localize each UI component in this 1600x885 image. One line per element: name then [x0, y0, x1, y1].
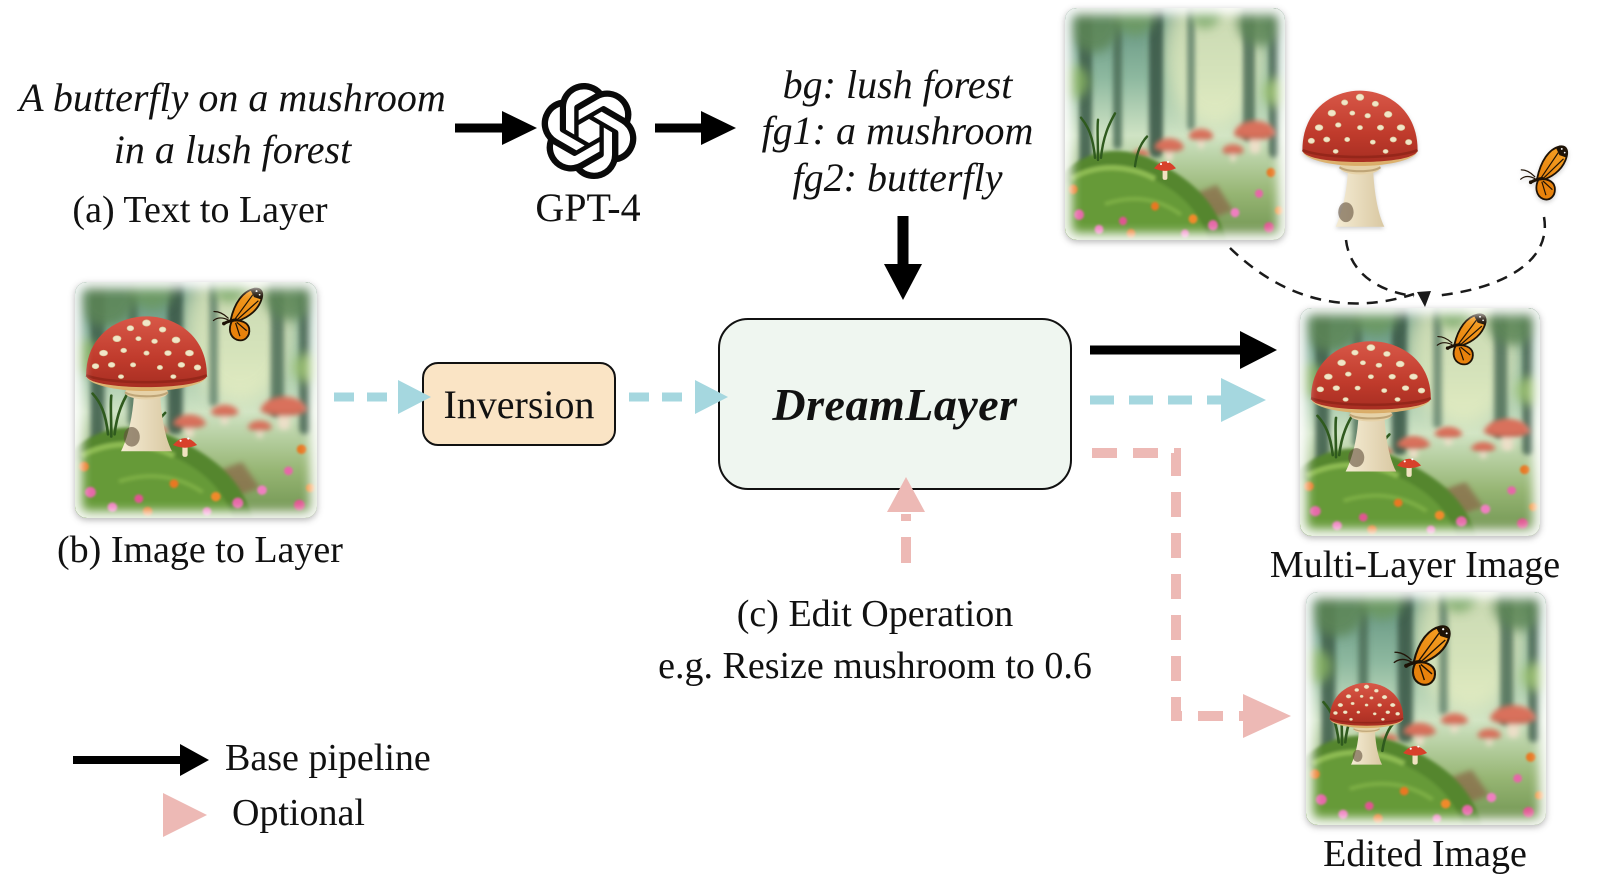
- arrow-image-to-inversion: [334, 380, 431, 414]
- arrow-prompt-to-gpt: [455, 111, 537, 145]
- caption-text-to-layer: (a) Text to Layer: [72, 189, 328, 231]
- inversion-label: Inversion: [443, 381, 595, 427]
- layer-prompt-text: bg: lush forest fg1: a mushroom fg2: but…: [740, 62, 1055, 201]
- butterfly-layer-image: [1516, 144, 1570, 202]
- mushroom-layer-image: [1296, 84, 1424, 232]
- arrow-gpt-to-layers: [655, 111, 736, 145]
- edit-operation-text: (c) Edit Operation e.g. Resize mushroom …: [620, 588, 1130, 693]
- arrow-dreamlayer-to-multilayer-optional: [1090, 378, 1266, 422]
- input-image: [75, 282, 317, 518]
- legend-optional-arrow: [73, 793, 207, 837]
- legend-optional-label: Optional: [232, 792, 365, 834]
- prompt-line-1: A butterfly on a mushroom: [19, 75, 446, 120]
- openai-logo-icon: [541, 83, 637, 180]
- edit-operation-line-2: e.g. Resize mushroom to 0.6: [658, 645, 1092, 688]
- multi-layer-caption: Multi-Layer Image: [1269, 544, 1561, 586]
- edited-image-caption: Edited Image: [1323, 833, 1527, 875]
- arrow-dreamlayer-to-multilayer: [1090, 331, 1277, 369]
- arrow-inversion-to-dreamlayer: [629, 380, 728, 414]
- prompt-line-2: in a lush forest: [113, 127, 352, 172]
- curve-background-layer: [1229, 247, 1415, 305]
- layer-prompt-fg2: fg2: butterfly: [792, 154, 1003, 200]
- layer-prompt-fg1: fg1: a mushroom: [761, 108, 1034, 154]
- edited-image: [1306, 592, 1546, 825]
- background-layer-image: [1065, 8, 1285, 240]
- curve-mushroom-layer: [1344, 239, 1415, 298]
- dreamlayer-label: DreamLayer: [772, 378, 1018, 430]
- layer-prompt-bg: bg: lush forest: [782, 62, 1013, 107]
- legend-base-arrow: [73, 744, 209, 776]
- curve-butterfly-layer: [1433, 216, 1547, 298]
- multi-layer-image: [1300, 308, 1540, 536]
- dreamlayer-node: DreamLayer: [718, 318, 1072, 490]
- curves-arrowhead: [1417, 291, 1431, 307]
- gpt-label: GPT-4: [535, 185, 641, 230]
- arrow-layers-to-dreamlayer: [884, 216, 922, 300]
- caption-image-to-layer: (b) Image to Layer: [57, 529, 343, 571]
- legend-base-label: Base pipeline: [225, 737, 431, 779]
- edit-operation-line-1: (c) Edit Operation: [736, 593, 1014, 635]
- inversion-node: Inversion: [422, 362, 616, 446]
- input-prompt-text: A butterfly on a mushroom in a lush fore…: [5, 72, 460, 176]
